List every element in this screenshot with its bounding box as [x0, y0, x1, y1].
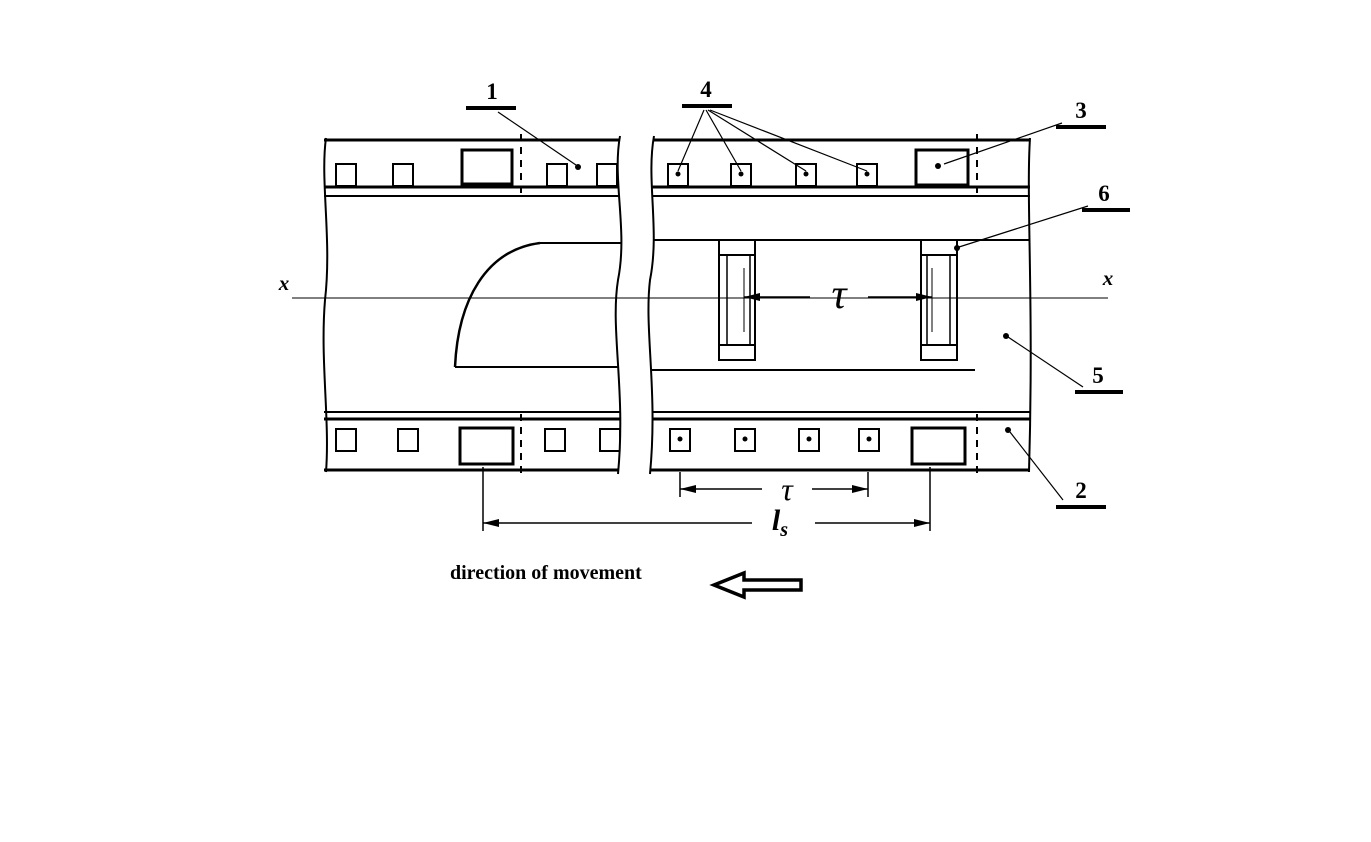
tooth-dot — [866, 436, 872, 442]
right-torn-edge — [1027, 137, 1032, 473]
tooth-dot — [738, 171, 744, 177]
tooth-mark — [392, 163, 414, 187]
slot-b — [920, 239, 958, 361]
edge-lines — [322, 137, 1032, 473]
left-torn-edge — [322, 137, 329, 473]
ref-dot-5 — [1003, 333, 1009, 339]
pole-pitch-lower-label: τ — [781, 471, 794, 507]
tooth-mark — [858, 428, 880, 452]
part-label-3: 3 — [1075, 98, 1087, 123]
pole-pitch-upper-label: τ — [831, 272, 848, 318]
pole-pitch-dimension-upper: τ — [744, 272, 932, 318]
tooth-mark — [599, 428, 621, 452]
pole-block — [458, 426, 515, 466]
pole-block — [910, 426, 967, 466]
tooth-mark — [856, 163, 878, 187]
tooth-dot — [864, 171, 870, 177]
ref-dot-1 — [575, 164, 581, 170]
tooth-mark — [596, 163, 618, 187]
arrowhead-right — [852, 485, 868, 493]
machine-body — [453, 239, 1030, 371]
leader-line-2 — [1009, 431, 1064, 501]
arrowhead-left — [680, 485, 696, 493]
leader-line-4 — [709, 109, 868, 172]
direction-arrow-icon — [709, 570, 803, 600]
part-label-5: 5 — [1092, 363, 1104, 388]
part-label-4: 4 — [700, 77, 712, 102]
tooth-mark — [667, 163, 689, 187]
leader-line-5 — [1007, 336, 1084, 388]
pole-block — [460, 148, 514, 186]
pole-block — [914, 148, 970, 187]
axis-label-right: x — [1102, 266, 1114, 290]
arrowhead-right — [916, 293, 932, 301]
ref-dot-2 — [1005, 427, 1011, 433]
tooth-mark — [798, 428, 820, 452]
tooth-mark — [544, 428, 566, 452]
tooth-dot — [803, 171, 809, 177]
tooth-mark — [546, 163, 568, 187]
tooth-dot — [806, 436, 812, 442]
leader-line-4 — [707, 109, 807, 172]
pole-pitch-dimension-lower: τ — [679, 471, 869, 507]
tooth-mark — [397, 428, 419, 452]
part-label-1: 1 — [486, 79, 498, 104]
tooth-dot — [675, 171, 681, 177]
tooth-dot — [742, 436, 748, 442]
ref-dot-6 — [954, 245, 960, 251]
arrowhead-left — [744, 293, 760, 301]
sync-length-label: ls — [772, 504, 788, 541]
slot-a — [718, 239, 756, 361]
leader-line-1 — [497, 111, 577, 166]
tooth-mark — [730, 163, 752, 187]
ref-dot-3 — [935, 163, 941, 169]
direction-of-movement-label: direction of movement — [450, 562, 642, 584]
leader-line-4 — [677, 109, 705, 172]
tooth-mark — [669, 428, 691, 452]
bottom-rail — [324, 411, 1030, 476]
tooth-mark — [335, 428, 357, 452]
axis-label-left: x — [278, 271, 290, 295]
leader-line-6 — [958, 205, 1089, 248]
tooth-mark — [795, 163, 817, 187]
break-mask — [615, 136, 654, 474]
part-label-2: 2 — [1075, 478, 1087, 503]
center-axis: x x — [278, 266, 1114, 299]
sync-length-dimension: ls — [482, 467, 931, 541]
part-label-6: 6 — [1098, 181, 1110, 206]
arrowhead-left — [483, 519, 499, 527]
body-curve — [453, 241, 541, 368]
leader-line-3 — [943, 122, 1063, 165]
tooth-mark — [734, 428, 756, 452]
direction-caption: direction of movement — [450, 562, 803, 600]
leader-line-4 — [705, 109, 742, 172]
top-rail — [324, 134, 1030, 197]
part-labels: 1 4 3 6 5 2 — [466, 77, 1130, 509]
arrowhead-right — [914, 519, 930, 527]
tooth-dot — [677, 436, 683, 442]
tooth-mark — [335, 163, 357, 187]
break-lines — [614, 135, 655, 475]
